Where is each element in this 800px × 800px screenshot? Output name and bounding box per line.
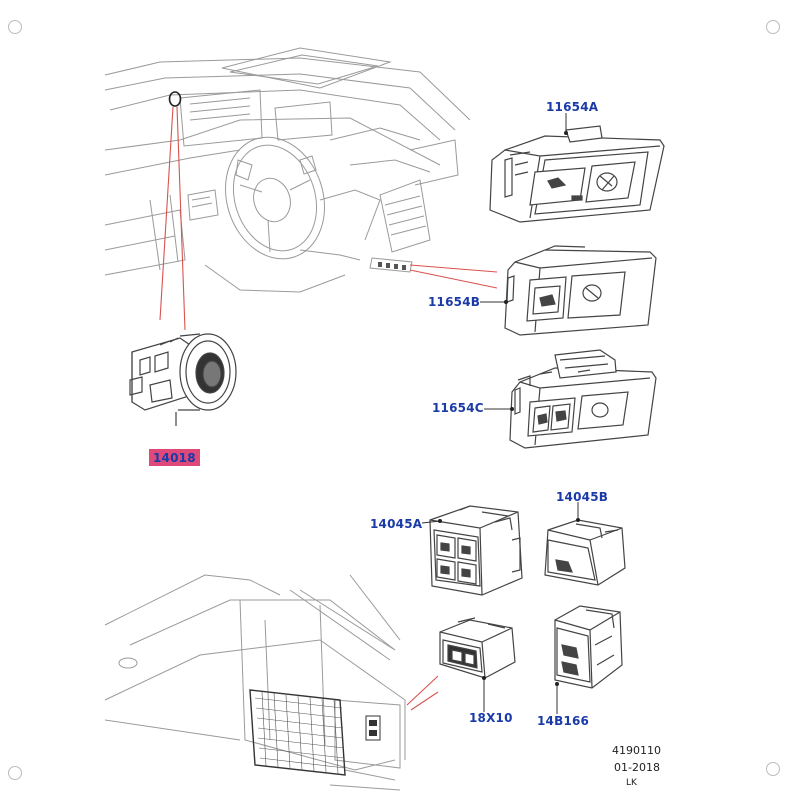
leader-lines <box>159 106 498 711</box>
part-label-11654c[interactable]: 11654C <box>432 401 484 415</box>
corner-mark-bottom-left <box>8 766 22 780</box>
cargo-area-illustration <box>104 574 406 791</box>
dashboard-switch-detail <box>378 262 406 270</box>
cargo-net <box>249 689 346 776</box>
drawing-number: 4190110 <box>612 744 661 757</box>
dashboard-illustration <box>104 47 471 293</box>
power-socket-illustration <box>129 333 237 426</box>
socket-location-marker <box>168 91 182 107</box>
part-label-14045a[interactable]: 14045A <box>370 517 423 531</box>
part-label-14b166[interactable]: 14B166 <box>537 714 590 728</box>
switch-11654b-illustration <box>504 245 657 336</box>
switch-11654c-illustration <box>509 349 657 449</box>
part-label-14018[interactable]: 14018 <box>149 449 200 466</box>
part-label-14045b[interactable]: 14045B <box>556 490 609 504</box>
part-label-18x10[interactable]: 18X10 <box>469 711 513 725</box>
module-14045b-illustration <box>544 519 626 586</box>
part-label-11654b[interactable]: 11654B <box>428 295 481 309</box>
module-18x10-illustration <box>439 617 516 679</box>
corner-mark-bottom-right <box>766 762 780 776</box>
corner-mark-top-left <box>8 20 22 34</box>
corner-mark-top-right <box>766 20 780 34</box>
drawing-date: 01-2018 <box>614 761 660 774</box>
cargo-socket-panel <box>365 715 381 741</box>
label-connectors <box>421 113 579 714</box>
drawing-code: LK <box>626 778 637 788</box>
module-14b166-illustration <box>554 605 623 689</box>
part-label-11654a[interactable]: 11654A <box>546 100 599 114</box>
connector-dots <box>438 131 580 686</box>
module-14045a-illustration <box>429 505 523 596</box>
switch-11654a-illustration <box>489 125 665 223</box>
